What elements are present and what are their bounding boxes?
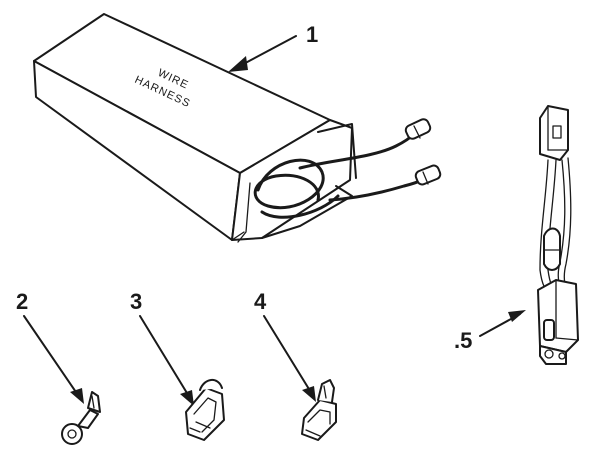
female-terminal-small-tab bbox=[317, 379, 335, 403]
box-corner-line bbox=[231, 231, 245, 241]
ring-terminal-crimp bbox=[87, 391, 101, 413]
callout-3-arrow bbox=[139, 315, 194, 406]
connector-jumper bbox=[537, 105, 579, 365]
jumper-bottom-plug bbox=[537, 279, 579, 365]
callout-1-arrow bbox=[228, 35, 297, 72]
female-terminal-large-tab bbox=[199, 379, 223, 391]
callout-4: 4 bbox=[254, 289, 267, 314]
callout-2: 2 bbox=[16, 289, 28, 314]
female-terminal-large bbox=[185, 379, 225, 441]
jumper-wires bbox=[539, 157, 572, 293]
callout-3: 3 bbox=[130, 289, 142, 314]
ring-terminal-hole bbox=[67, 429, 77, 439]
wire-harness-box: WIRE HARNESS bbox=[33, 13, 442, 243]
jumper-sleeve bbox=[543, 227, 561, 271]
callout-1: 1 bbox=[306, 22, 318, 47]
box-flap-upper bbox=[317, 123, 357, 179]
wire-connector-lower bbox=[414, 164, 442, 186]
female-terminal-small bbox=[301, 379, 337, 441]
jumper-top-plug bbox=[539, 105, 569, 161]
wire-connector-upper bbox=[404, 118, 432, 140]
ring-terminal bbox=[61, 391, 101, 445]
coiled-wire-1 bbox=[253, 158, 325, 210]
callout-5: .5 bbox=[454, 328, 472, 353]
box-flap-lower bbox=[261, 185, 353, 239]
ring-terminal-neck bbox=[77, 409, 99, 429]
callout-5-arrow bbox=[479, 310, 526, 337]
callout-2-arrow bbox=[23, 315, 84, 404]
callout-4-arrow bbox=[263, 315, 316, 402]
box-flap-inner bbox=[237, 182, 251, 243]
female-terminal-small-body bbox=[301, 399, 337, 441]
